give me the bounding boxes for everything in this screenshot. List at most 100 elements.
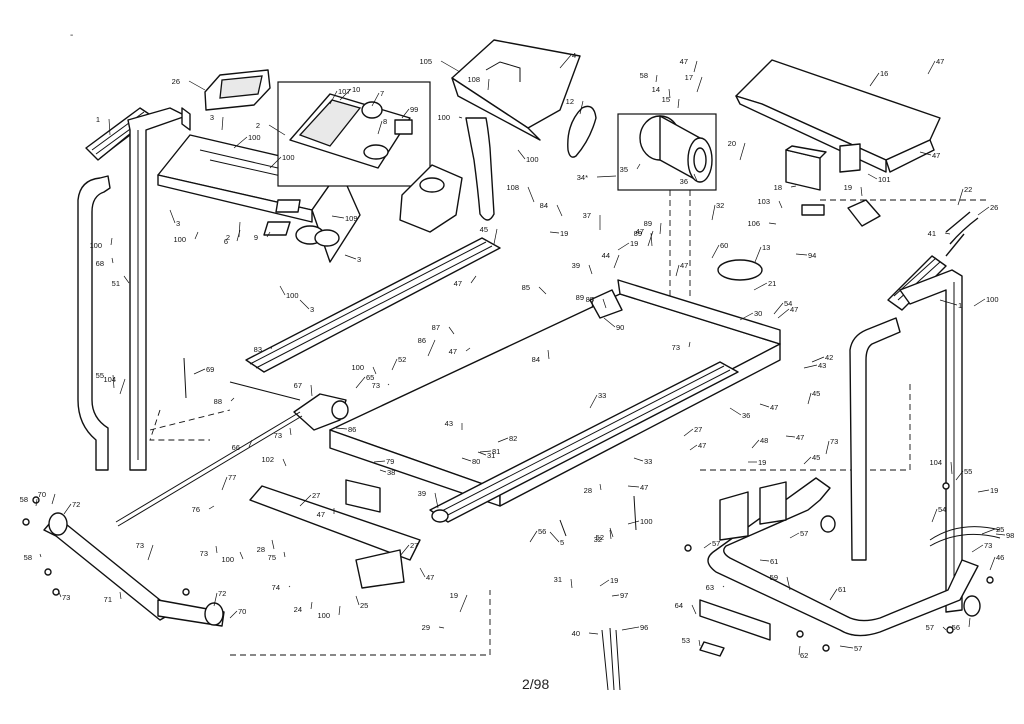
part-callout-20: 20 [728,139,736,148]
part-callout-61: 61 [838,585,846,594]
leader-line [123,275,130,284]
part-callout-27: 27 [312,491,320,500]
part-callout-19: 19 [844,183,852,192]
leader-line [786,576,791,591]
leader-line [798,645,801,656]
part-callout-73: 73 [62,593,70,602]
flywheel-inset [617,113,717,300]
part-callout-38: 38 [387,468,395,477]
leader-line [419,567,426,578]
part-callout-77: 77 [228,473,236,482]
part-callout-3: 3 [176,219,180,228]
console-module-26 [204,69,271,111]
leader-line [603,317,616,328]
part-callout-14: 14 [652,85,660,94]
part-callout-85: 85 [586,295,594,304]
base-frame-59 [699,477,981,657]
leader-line [377,120,383,135]
leader-line [739,312,754,321]
leader-line [221,476,228,491]
leader-line [602,298,607,309]
part-callout-30: 30 [754,309,762,318]
part-callout-109: 109 [345,214,358,223]
part-callout-104: 104 [103,375,116,384]
leader-line [268,124,286,136]
part-callout-33: 33 [644,457,652,466]
part-callout-67: 67 [294,381,302,390]
part-callout-43: 43 [445,419,453,428]
part-callout-45: 45 [812,389,820,398]
leader-line [427,339,436,357]
part-callout-5: 5 [560,538,564,547]
part-callout-73: 73 [372,381,380,390]
part-callout-108: 108 [467,75,480,84]
side-rail-33 [429,361,739,523]
leader-line [238,221,241,238]
part-callout-22: 22 [964,185,972,194]
part-callout-108: 108 [506,183,519,192]
leader-line [759,559,770,562]
leader-line [517,149,526,160]
part-callout-43: 43 [818,361,826,370]
leader-line [529,530,538,543]
part-callout-37: 37 [583,211,591,220]
part-callout-3: 3 [310,305,314,314]
part-callout-54: 54 [784,299,792,308]
part-callout-21: 21 [768,279,776,288]
part-callout-4: 4 [572,51,576,60]
leader-line [795,253,808,256]
leader-line [617,242,630,251]
part-callout-52: 52 [596,533,604,542]
console-housing [157,134,361,263]
part-callout-19: 19 [450,591,458,600]
part-callout-100: 100 [317,611,330,620]
part-callout-19: 19 [630,239,638,248]
leader-line [229,610,238,619]
leader-line [613,254,620,269]
part-callout-26: 26 [172,77,180,86]
leader-line [977,206,990,216]
rod-66 [115,411,303,527]
part-callout-57: 57 [800,529,808,538]
part-callout-47: 47 [680,57,688,66]
drive-belt-12 [567,105,597,158]
part-callout-80: 80 [472,457,480,466]
part-callout-47: 47 [936,57,944,66]
part-callout-70: 70 [38,490,46,499]
part-callout-25: 25 [360,601,368,610]
part-callout-6: 6 [224,237,228,246]
leader-line [355,595,360,606]
leader-line [677,98,680,109]
leader-line [233,136,248,149]
part-callout-64: 64 [675,601,683,610]
leader-line [931,508,938,523]
leader-line [547,349,550,360]
leader-line [239,551,244,560]
leader-line [803,456,812,465]
leader-line [549,231,560,234]
leader-line [299,494,312,507]
leader-line [579,100,584,115]
leader-line [995,533,1006,536]
part-callout-58: 58 [24,553,32,562]
leader-line [950,461,953,475]
part-callout-100: 100 [173,235,186,244]
leader-line [269,156,282,169]
leader-line [401,108,410,119]
part-callout-47: 47 [640,483,648,492]
leader-line [611,594,620,597]
console-panel-inset [277,81,431,187]
leader-line [751,439,760,449]
part-callout-73: 73 [136,541,144,550]
part-callout-47: 47 [317,510,325,519]
leader-line [387,383,390,386]
part-callout-86: 86 [418,336,426,345]
part-callout-100: 100 [89,241,102,250]
leader-line [248,439,253,448]
leader-line [981,528,996,535]
part-callout-89: 89 [644,219,652,228]
leader-line [208,505,215,510]
leader-line [188,80,206,91]
part-callout-66: 66 [232,443,240,452]
leader-line [110,237,113,246]
